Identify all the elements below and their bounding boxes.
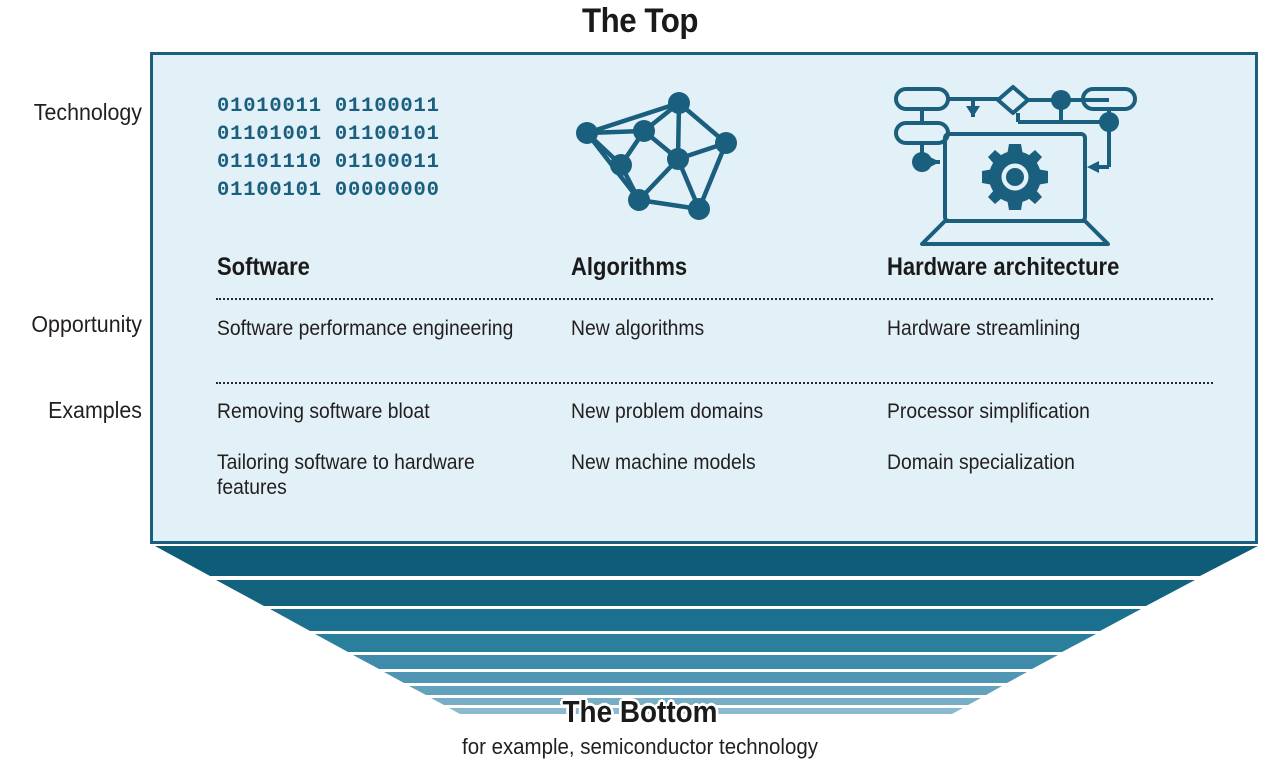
row-label-examples: Examples xyxy=(48,397,142,423)
funnel-graphic xyxy=(155,546,1258,714)
funnel-band xyxy=(216,580,1195,606)
column-heading-algorithms: Algorithms xyxy=(571,253,688,281)
opportunity-algorithms: New algorithms xyxy=(571,317,705,340)
opportunity-hardware: Hardware streamlining xyxy=(887,317,1081,340)
column-heading-software: Software xyxy=(217,253,310,281)
funnel-band xyxy=(315,634,1096,652)
page-title: The Top xyxy=(581,2,699,40)
example-software-1: Removing software bloat xyxy=(217,400,430,423)
funnel-band xyxy=(384,672,1027,683)
funnel-band xyxy=(353,655,1058,669)
bottom-subtitle: for example, semiconductor technology xyxy=(462,734,818,759)
laptop-flowchart-gear-icon xyxy=(878,77,1148,257)
example-hardware-2: Domain specialization xyxy=(887,451,1075,474)
divider-opportunity xyxy=(216,298,1213,300)
example-software-2: Tailoring software to hardware features xyxy=(217,451,475,499)
top-panel: 01010011 01100011 01101001 01100101 0110… xyxy=(150,52,1258,544)
example-algorithms-2: New machine models xyxy=(571,451,756,474)
row-label-opportunity: Opportunity xyxy=(31,311,142,337)
divider-examples xyxy=(216,382,1213,384)
funnel-band xyxy=(270,609,1141,631)
example-hardware-1: Processor simplification xyxy=(887,400,1090,423)
network-graph-icon xyxy=(571,87,771,242)
opportunity-software: Software performance engineering xyxy=(217,317,514,340)
row-label-technology: Technology xyxy=(33,99,142,125)
column-heading-hardware: Hardware architecture xyxy=(887,253,1120,281)
bottom-title: The Bottom xyxy=(562,694,718,729)
funnel-band xyxy=(449,708,963,714)
example-algorithms-1: New problem domains xyxy=(571,400,764,423)
funnel-band xyxy=(155,546,1258,576)
funnel-band xyxy=(409,686,1002,695)
funnel-band xyxy=(431,698,981,705)
binary-code-icon: 01010011 01100011 01101001 01100101 0110… xyxy=(217,95,440,202)
